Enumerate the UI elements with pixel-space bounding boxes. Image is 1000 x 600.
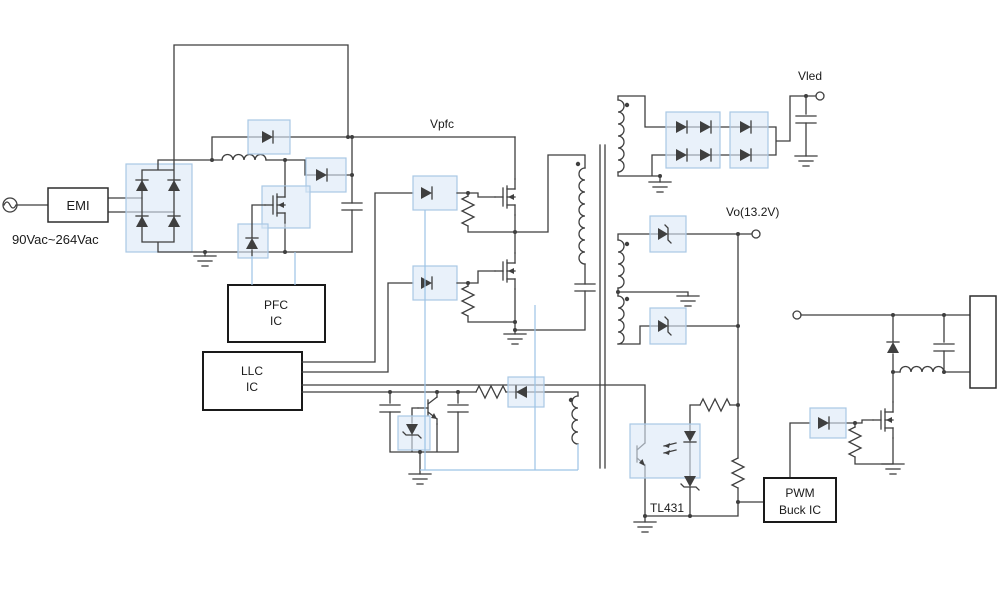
buck-capacitor [933,343,955,352]
pwm-buck-label2: Buck IC [779,503,821,517]
bridge-wires [141,44,353,257]
buck-wires [789,314,971,479]
ground-icon [881,463,905,475]
ground-icon [503,333,527,345]
halfbridge-wires [514,136,586,335]
junction-dots [203,94,946,518]
pwm-buck-ic-box [763,477,837,523]
blue-signal-wires [251,210,579,471]
vled-terminal [815,91,825,101]
transformer [568,99,630,469]
polarity-dot [575,161,581,167]
buck-mosfet [872,401,894,439]
vled-label: Vled [798,69,822,83]
pwm-buck-label: PWM [785,486,814,500]
ac-sine-icon [3,201,17,209]
polarity-dot [624,296,630,302]
ground-icon [794,155,818,167]
gate-resistor [461,195,475,227]
gate-diode-wires [251,204,266,257]
buck-gate-resistor [848,426,862,458]
aux-resistor [475,385,507,399]
aux-capacitor [379,404,401,413]
vled-output: Vled [617,69,825,193]
ground-icon [633,521,657,533]
blue-wires [251,210,579,471]
llc-stage: Vpfc [412,117,596,345]
bulk-capacitor [341,202,363,211]
highlight-pfc-mosfet [261,185,311,229]
high-side-mosfet [494,178,516,216]
llc-ic-label2: IC [246,380,258,394]
transformer-core [599,144,606,469]
highlight-output-rectifier-1 [665,111,721,169]
llc-drive-wires [301,192,646,426]
polarity-dot [568,397,574,403]
pfc-inductor [221,153,267,161]
buck-inductor [899,365,945,373]
ground-icon [676,295,700,307]
aux-circuit [301,376,579,485]
highlight-bypass-diode [247,119,291,155]
ground-icon [648,181,672,193]
highlight-bridge-rectifier [125,163,193,253]
control-ics: PFC IC LLC IC [202,192,646,426]
load-box [969,295,997,389]
input-stage: EMI 90Vac~264Vac [2,44,353,267]
primary-winding [578,167,586,265]
buck-input-terminal [792,310,802,320]
buck-stage: PWM Buck IC [763,295,997,523]
vpfc-label: Vpfc [430,117,454,131]
aux-capacitor [447,404,469,413]
feedback-resistor [699,398,731,412]
opto-arrow-icon [664,443,670,448]
llc-ic-box [202,351,303,411]
pfc-ic-box [227,284,326,343]
secondary-winding-led [617,99,625,173]
vo-terminal [751,229,761,239]
emi-filter-box [47,187,109,223]
highlight-low-gate-drive [412,265,458,301]
feedback-network: TL431 [629,398,765,533]
pfc-ic-label: PFC [264,298,288,312]
pfc-ic-label2: IC [270,314,282,328]
polarity-dot [624,102,630,108]
vo-label: Vo(13.2V) [726,205,779,219]
opto-arrow-icon [664,450,670,455]
gate-resistor [461,285,475,317]
ground-icon [408,473,432,485]
vo-output: Vo(13.2V) [617,205,779,459]
polarity-dot [624,241,630,247]
vled-capacitor [795,115,817,124]
resonant-capacitor [574,283,596,292]
llc-ic-label: LLC [241,364,263,378]
highlight-output-rectifier-2 [729,111,769,169]
ground-icon [193,255,217,267]
opto-emitter-arrow [639,459,645,466]
aux-winding [571,395,579,445]
secondary-winding-vo2 [617,295,625,345]
pfc-stage [211,119,516,259]
highlight-high-gate-drive [412,175,458,211]
emi-label: EMI [66,198,89,213]
input-range-label: 90Vac~264Vac [12,232,99,247]
divider-resistor [731,457,745,489]
tl431-label: TL431 [650,501,684,515]
freewheel-diode [886,341,900,354]
low-side-mosfet [494,252,516,290]
secondary-winding-vo1 [617,239,625,289]
